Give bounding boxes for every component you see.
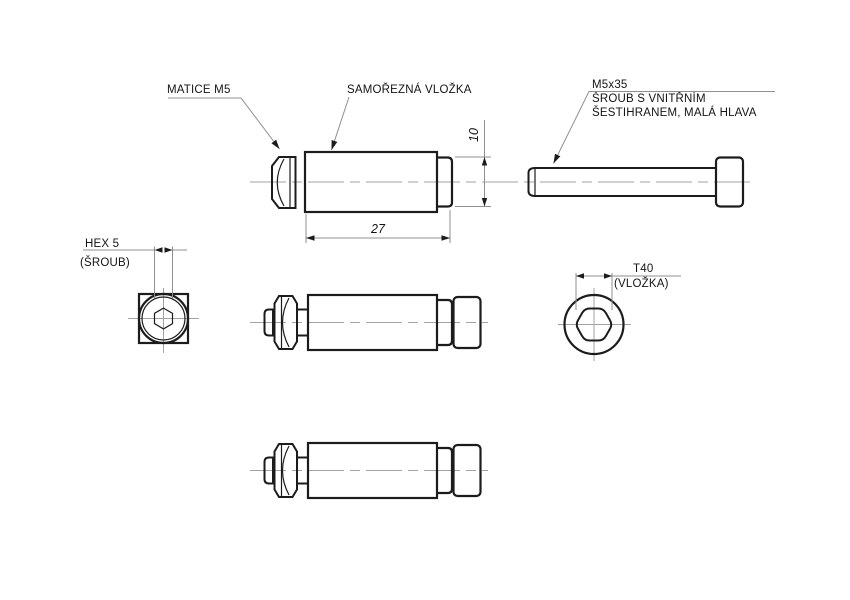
- insert-length-value: 27: [370, 222, 386, 236]
- insert-label-text: SAMOŘEZNÁ VLOŽKA: [347, 83, 472, 96]
- screw-desc1-text: ŠROUB S VNITŘNÍM: [592, 92, 706, 105]
- dim-torx-socket: T40 (VLOŽKA): [575, 263, 681, 310]
- nut-label-text: MATICE M5: [167, 84, 231, 96]
- dim-hex-socket: HEX 5 (ŠROUB): [80, 238, 187, 298]
- dim-step-diameter: 10: [455, 120, 491, 207]
- dim-arrow-right: [164, 247, 173, 253]
- dim-arrow-left: [306, 235, 315, 241]
- torx-socket-part: (VLOŽKA): [614, 277, 669, 290]
- torx-socket-value: T40: [633, 263, 653, 275]
- label-screw: M5x35 ŠROUB S VNITŘNÍM ŠESTIHRANEM, MALÁ…: [553, 79, 775, 164]
- dim-arrow-left: [154, 247, 163, 253]
- dim-arrow-left: [576, 273, 584, 279]
- dim-arrow-top: [481, 157, 488, 166]
- dim-insert-length: 27: [305, 210, 451, 243]
- dim-arrow-bottom: [481, 198, 488, 207]
- screw-desc2-text: ŠESTIHRANEM, MALÁ HLAVA: [592, 106, 757, 119]
- nut-side-view: [271, 156, 297, 209]
- insert-side-view: [303, 150, 454, 214]
- label-insert: SAMOŘEZNÁ VLOŽKA: [331, 83, 472, 151]
- assembled-view-middle: [248, 293, 490, 352]
- head-outer-circle: [137, 292, 190, 345]
- insert-leader-line: [331, 96, 350, 151]
- step-diameter-value: 10: [467, 128, 481, 142]
- insert-outer-circle: [563, 293, 625, 356]
- screw-size-text: M5x35: [592, 79, 628, 91]
- hex-socket-part: (ŠROUB): [80, 256, 130, 269]
- insert-front-view: [558, 288, 631, 361]
- screw-leader-line: [553, 91, 775, 164]
- nut-leader-line: [168, 97, 280, 150]
- assembled-view-bottom: [248, 441, 490, 500]
- head-inner-circle: [141, 296, 186, 341]
- dim-arrow-right: [441, 235, 450, 241]
- dim-arrow-right: [604, 273, 612, 279]
- label-nut: MATICE M5: [167, 84, 280, 150]
- hex-socket-value: HEX 5: [85, 238, 119, 250]
- torx-socket-shape: [575, 307, 613, 342]
- screw-head-front-view: [128, 288, 199, 353]
- exploded-view: [250, 150, 756, 214]
- screw-side-view: [527, 156, 745, 208]
- hex-socket-shape: [153, 307, 174, 330]
